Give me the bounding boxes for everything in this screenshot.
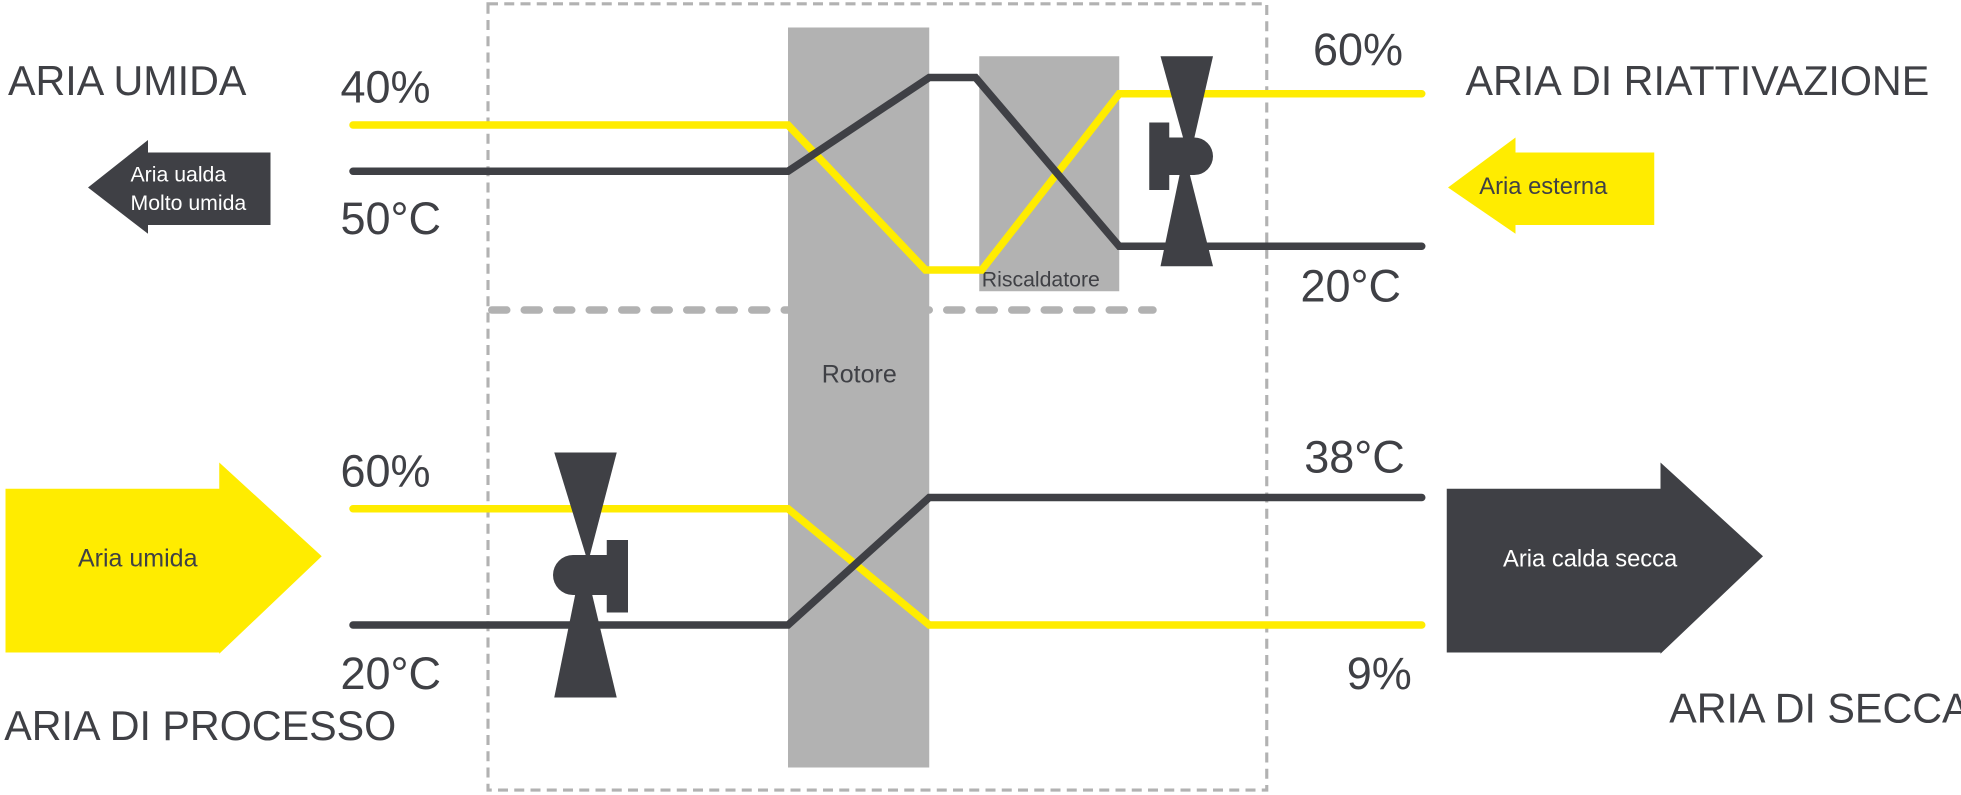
label-aria-secca: ARIA DI SECCA — [1669, 686, 1961, 732]
label-aria-processo: ARIA DI PROCESSO — [4, 703, 396, 749]
value-bottom-left-humidity: 60% — [341, 445, 431, 496]
bottom-humidity-line — [349, 505, 1426, 629]
rotor-label: Rotore — [822, 361, 897, 389]
label-aria-umida: ARIA UMIDA — [8, 58, 247, 104]
value-top-right-humidity: 60% — [1313, 24, 1403, 75]
value-top-left-temp: 50°C — [341, 193, 442, 244]
value-bottom-right-temp: 38°C — [1304, 432, 1405, 483]
fan-top-icon — [1149, 56, 1213, 267]
value-top-right-temp: 20°C — [1301, 260, 1402, 311]
rotor-housing-outline — [486, 2, 1269, 792]
arrow-in-humid-air-label: Aria umida — [78, 544, 198, 572]
top-humidity-line — [349, 90, 1426, 274]
arrow-out-humid-air — [88, 140, 271, 234]
heater-label: Riscaldatore — [982, 267, 1100, 291]
value-bottom-left-temp: 20°C — [341, 648, 442, 699]
arrow-out-humid-air-line2: Molto umida — [131, 191, 247, 215]
heater-block — [979, 56, 1120, 292]
arrow-in-outdoor-air-label: Aria esterna — [1479, 173, 1608, 200]
arrow-in-humid-air — [5, 462, 322, 654]
arrow-out-humid-air-line1: Aria ualda — [131, 162, 227, 186]
rotor-block — [788, 27, 930, 768]
arrow-out-dry-air — [1446, 462, 1763, 654]
fan-bottom-icon — [553, 452, 628, 698]
value-top-left-humidity: 40% — [341, 62, 431, 113]
arrow-out-dry-air-label: Aria calda secca — [1503, 545, 1678, 572]
arrow-in-outdoor-air — [1448, 137, 1655, 234]
value-bottom-right-humidity: 9% — [1347, 648, 1412, 699]
label-aria-riattivazione: ARIA DI RIATTIVAZIONE — [1466, 58, 1930, 104]
